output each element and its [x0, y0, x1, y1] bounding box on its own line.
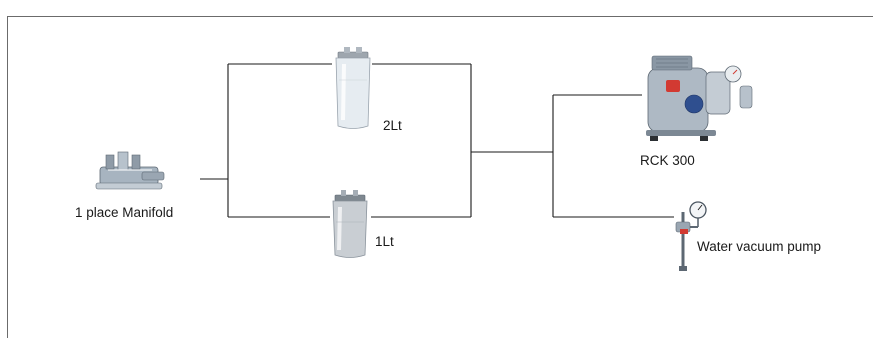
manifold-icon — [95, 151, 165, 190]
flask-2l-label: 2Lt — [383, 118, 402, 133]
water-vacuum-pump-icon — [675, 201, 707, 271]
water-vacuum-pump-label: Water vacuum pump — [697, 239, 822, 254]
rck-300-label: RCK 300 — [640, 153, 695, 168]
flask-2l-icon — [335, 47, 371, 129]
flask-1l-icon — [332, 190, 368, 258]
diagram-frame — [7, 16, 873, 338]
manifold-label: 1 place Manifold — [75, 205, 174, 220]
rck-300-pump-icon — [646, 55, 753, 141]
flask-1l-label: 1Lt — [375, 234, 394, 249]
